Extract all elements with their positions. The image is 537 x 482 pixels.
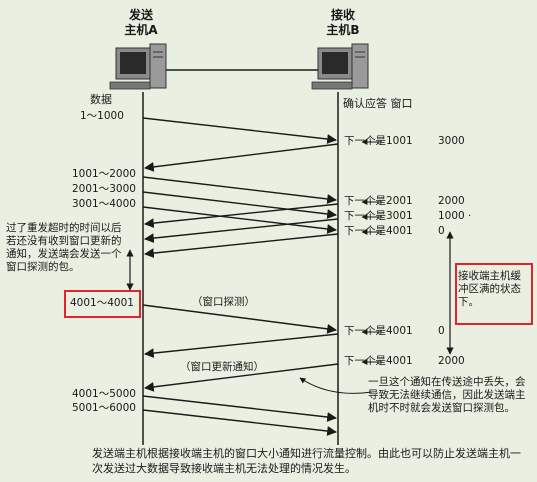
data-arrow-4 <box>142 206 337 234</box>
segment-label-5: 4001～5000 <box>72 388 136 400</box>
sender-label-line2: 主机A <box>124 23 158 37</box>
segment-label-2: 1001～2000 <box>72 168 136 180</box>
receiver-label-line1: 接收 <box>330 8 355 22</box>
buffer-full-note: 接收端主机缓冲区满的状态下。 <box>458 270 521 308</box>
buffer-full-highlight <box>455 263 533 325</box>
window-update-arrow <box>144 363 339 392</box>
diagram-caption: 发送端主机根据接收端主机的窗口大小通知进行流量控制。由此也可以防止发送端主机一次… <box>92 447 521 475</box>
note-pointer <box>299 377 373 394</box>
ack-window-column-header: 确认应答 窗口 <box>343 97 413 110</box>
ack-window-1: 3000 <box>438 135 465 147</box>
ack-arrow-4 <box>144 233 339 258</box>
sender-computer-icon <box>109 43 167 90</box>
ack-window-4: 0 <box>438 225 445 237</box>
data-column-header: 数据 <box>90 93 112 106</box>
ack-window-5: 0 <box>438 325 445 337</box>
update-arrow-label: （窗口更新通知） <box>180 361 264 373</box>
receiver-label-line2: 主机B <box>326 23 360 37</box>
data-arrow-3 <box>142 191 337 219</box>
ack-label-6: 下一个是4001 <box>344 355 413 367</box>
probe-segment-label: 4001～4001 <box>70 297 134 309</box>
ack-label-3: 下一个是3001 <box>344 210 413 222</box>
segment-label-4: 3001～4000 <box>72 198 136 210</box>
ack-window-3: 1000 · <box>438 210 472 222</box>
receiver-computer-icon <box>311 43 369 90</box>
ack-arrow-1 <box>144 143 339 172</box>
ack-arrow-3 <box>144 218 339 243</box>
probe-arrow-label: （窗口探测） <box>192 296 255 308</box>
lost-update-note: 一旦这个通知在传送途中丢失，会导致无法继续通信，因此发送端主机时不时就会发送窗口… <box>368 376 526 414</box>
ack-pointers <box>361 139 382 365</box>
segment-label-6: 5001～6000 <box>72 402 136 414</box>
segment-label-3: 2001～3000 <box>72 183 136 195</box>
data-arrow-6 <box>142 409 337 436</box>
data-arrow-5 <box>142 395 337 422</box>
ack-label-4: 下一个是4001 <box>344 225 413 237</box>
data-arrow-2 <box>142 176 337 204</box>
ack-label-1: 下一个是1001 <box>344 135 413 147</box>
segment-label-1: 1～1000 <box>80 110 124 122</box>
ack-label-5: 下一个是4001 <box>344 325 413 337</box>
ack-window-2: 2000 <box>438 195 465 207</box>
sender-label-line1: 发送 <box>128 8 153 22</box>
ack-label-2: 下一个是2001 <box>344 195 413 207</box>
ack-arrow-5 <box>144 333 339 358</box>
window-probe-arrow <box>142 304 337 334</box>
probe-segment-highlight <box>64 290 141 318</box>
ack-arrow-2 <box>144 203 339 228</box>
retransmit-timeout-note: 过了重发超时的时间以后若还没有收到窗口更新的通知，发送端会发送一个窗口探测的包。 <box>6 222 122 273</box>
data-arrow-1 <box>142 117 337 144</box>
ack-window-6: 2000 <box>438 355 465 367</box>
